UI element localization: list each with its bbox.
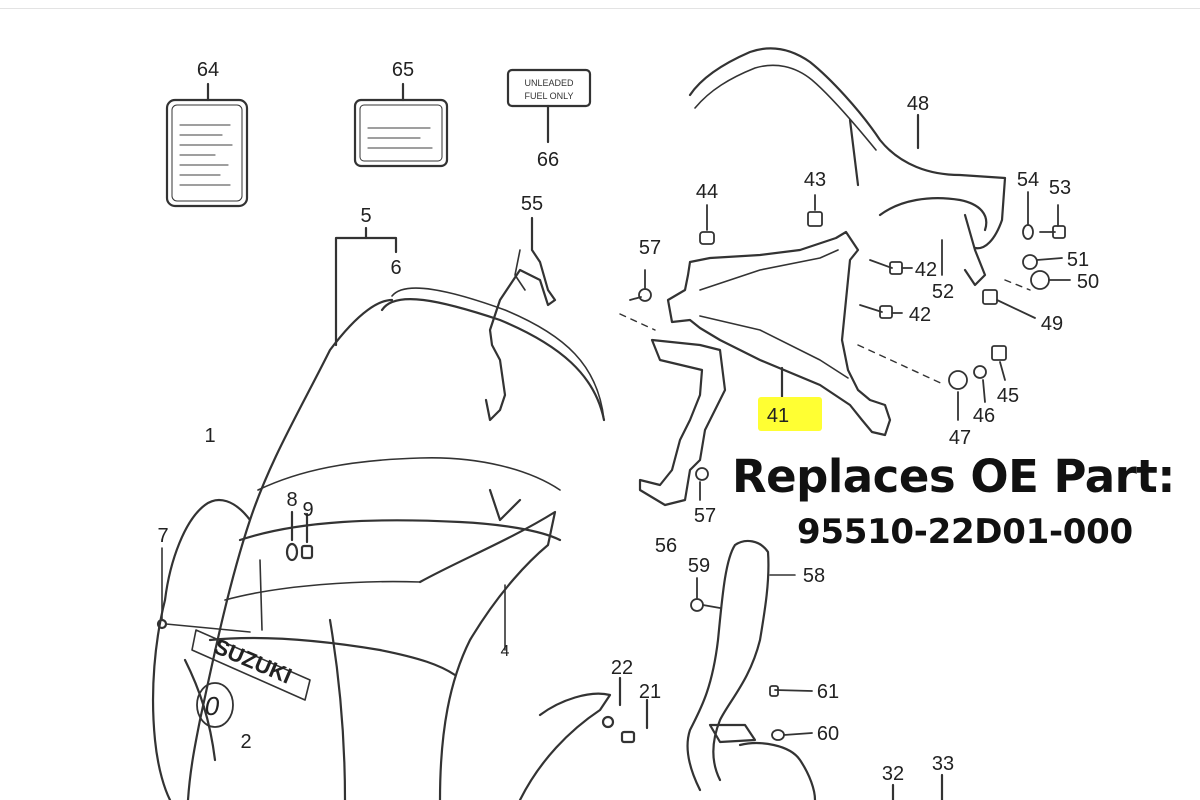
highlight-box-41 <box>758 397 822 431</box>
label-49: 49 <box>1041 313 1063 335</box>
decal-unleaded-line2: FUEL ONLY <box>524 91 573 101</box>
brand-lettering: SUZUKI <box>210 634 295 689</box>
label-32: 32 <box>882 763 904 785</box>
label-1: 1 <box>204 425 215 447</box>
label-sticker-65 <box>353 82 449 168</box>
label-61: 61 <box>817 681 839 703</box>
callout-title: Replaces OE Part: <box>732 450 1175 503</box>
label-50: 50 <box>1077 271 1099 293</box>
label-41: 41 <box>767 405 789 427</box>
label-4: 4 <box>501 643 510 660</box>
windscreen-6-inner <box>391 287 605 421</box>
air-hose-58 <box>686 539 770 792</box>
label-42a: 42 <box>915 259 937 281</box>
stay-56 <box>638 338 727 507</box>
label-9: 9 <box>302 499 313 521</box>
label-8: 8 <box>286 489 297 511</box>
label-43: 43 <box>804 169 826 191</box>
label-59: 59 <box>688 555 710 577</box>
top-divider <box>0 8 1200 9</box>
label-55: 55 <box>521 193 543 215</box>
label-60: 60 <box>817 723 839 745</box>
label-57a: 57 <box>639 237 661 259</box>
callout-part-number: 95510-22D01-000 <box>797 512 1133 552</box>
label-48: 48 <box>907 93 929 115</box>
label-54: 54 <box>1017 169 1039 191</box>
label-58: 58 <box>803 565 825 587</box>
label-57b: 57 <box>694 505 716 527</box>
upper-fairing-1 <box>151 298 394 800</box>
bracket-48 <box>688 47 1007 250</box>
label-5: 5 <box>360 205 371 227</box>
label-sticker-64 <box>165 82 249 208</box>
label-42b: 42 <box>909 304 931 326</box>
decal-unleaded-line1: UNLEADED <box>524 78 574 88</box>
label-21: 21 <box>639 681 661 703</box>
label-47: 47 <box>949 427 971 449</box>
badge-zero: 0 <box>205 691 220 721</box>
label-2: 2 <box>240 731 251 753</box>
label-65: 65 <box>392 59 414 81</box>
windscreen-6 <box>380 298 606 422</box>
label-51: 51 <box>1067 249 1089 271</box>
label-44: 44 <box>696 181 718 203</box>
label-53: 53 <box>1049 177 1071 199</box>
label-66: 66 <box>537 149 559 171</box>
label-22: 22 <box>611 657 633 679</box>
bracket-41 <box>666 230 892 437</box>
label-45: 45 <box>997 385 1019 407</box>
label-52: 52 <box>932 281 954 303</box>
windscreen-bracket-5 <box>334 226 398 347</box>
label-46: 46 <box>973 405 995 427</box>
unleaded-decal-66 <box>506 68 592 144</box>
label-64: 64 <box>197 59 219 81</box>
label-56: 56 <box>655 535 677 557</box>
suzuki-badge <box>191 629 311 701</box>
label-6: 6 <box>390 257 401 279</box>
label-7: 7 <box>157 525 168 547</box>
bracket-55 <box>484 216 557 422</box>
headlight-badge <box>196 682 234 728</box>
label-33: 33 <box>932 753 954 775</box>
